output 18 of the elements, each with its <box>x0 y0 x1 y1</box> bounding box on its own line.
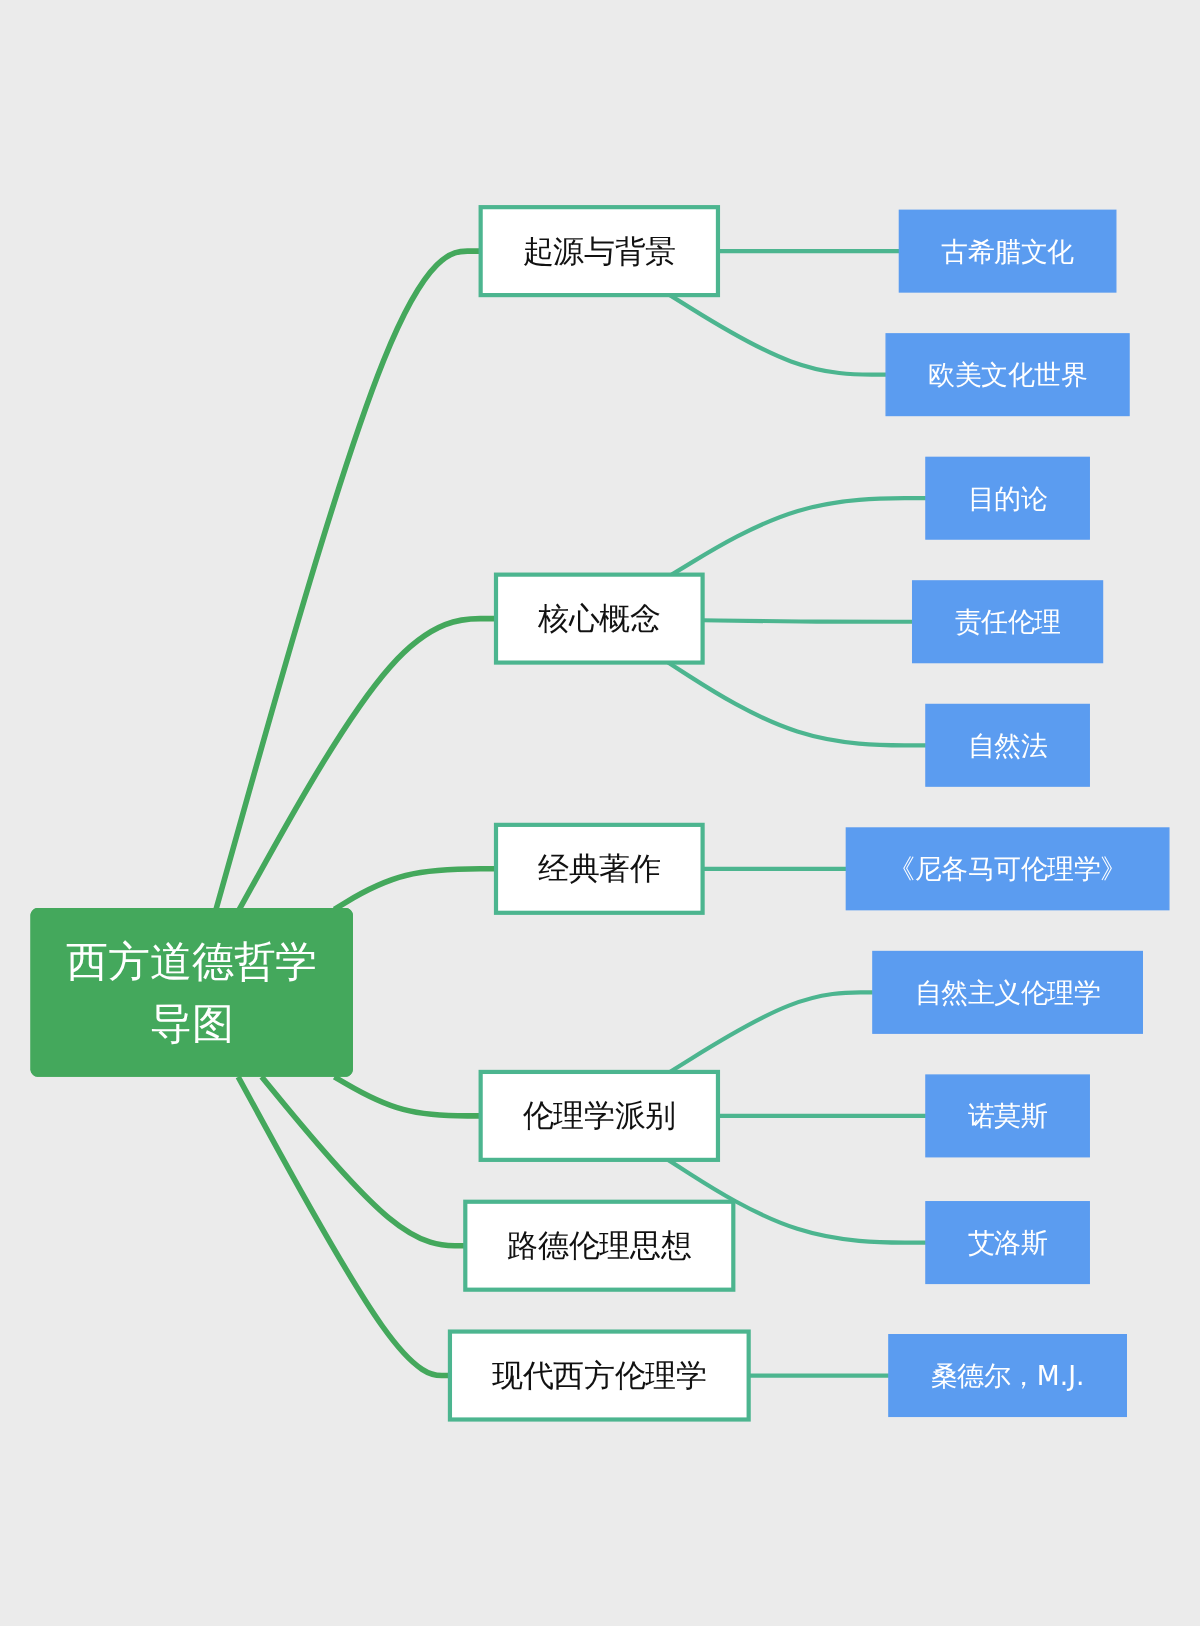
connector <box>332 1074 481 1119</box>
node-box: 诺莫斯 <box>925 1074 1090 1158</box>
node-box: 核心概念 <box>493 572 705 665</box>
connector <box>259 1074 466 1249</box>
node-box: 路德伦理思想 <box>463 1199 736 1292</box>
node-box: 桑德尔，M.J. <box>888 1333 1127 1417</box>
node-box: 欧美文化世界 <box>885 332 1130 416</box>
node-box: 自然法 <box>925 703 1090 787</box>
node-box: 自然主义伦理学 <box>872 950 1143 1034</box>
node-box: 古希腊文化 <box>898 209 1117 293</box>
node-box: 责任伦理 <box>911 579 1104 663</box>
node-box: 《尼各马可伦理学》 <box>845 826 1170 910</box>
node-box: 经典著作 <box>493 822 705 915</box>
node-box: 艾洛斯 <box>925 1200 1090 1284</box>
node-box: 起源与背景 <box>478 204 721 297</box>
node-box: 目的论 <box>925 456 1090 540</box>
node-box: 伦理学派别 <box>478 1069 721 1162</box>
node-box: 现代西方伦理学 <box>447 1329 751 1422</box>
